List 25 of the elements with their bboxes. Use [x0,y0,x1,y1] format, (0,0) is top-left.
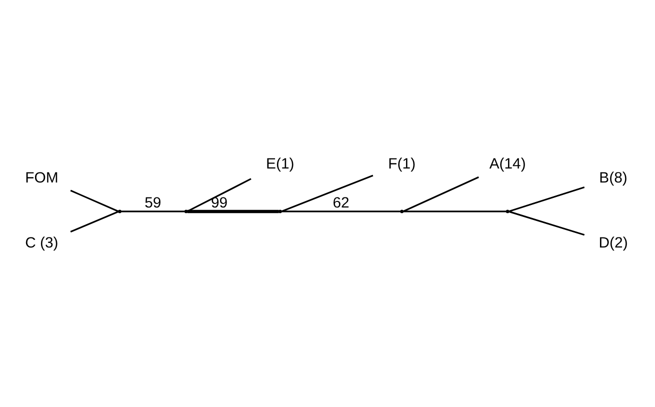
node-text: FOM [25,168,58,186]
node-point [118,209,122,213]
connector [402,176,479,212]
connector [187,178,252,212]
connector [281,174,374,212]
connector [187,209,279,213]
connector [508,210,585,236]
node-text: C (3) [25,234,58,251]
node-point [400,209,404,213]
node-text: F(1) [388,154,416,172]
connector [120,210,185,212]
connector [70,210,119,232]
node-point [184,209,188,213]
node-text: B(8) [599,168,628,186]
connector [281,210,400,212]
edge-label: 59 [144,194,162,211]
node-text: E(1) [266,154,294,172]
node-text: A(14) [489,154,526,172]
edge-label: 62 [332,194,350,211]
connector [508,186,585,212]
node-point [506,209,510,213]
node-text: D(2) [598,234,628,251]
connector [70,189,119,212]
node-point [278,209,282,213]
connector [403,210,506,212]
